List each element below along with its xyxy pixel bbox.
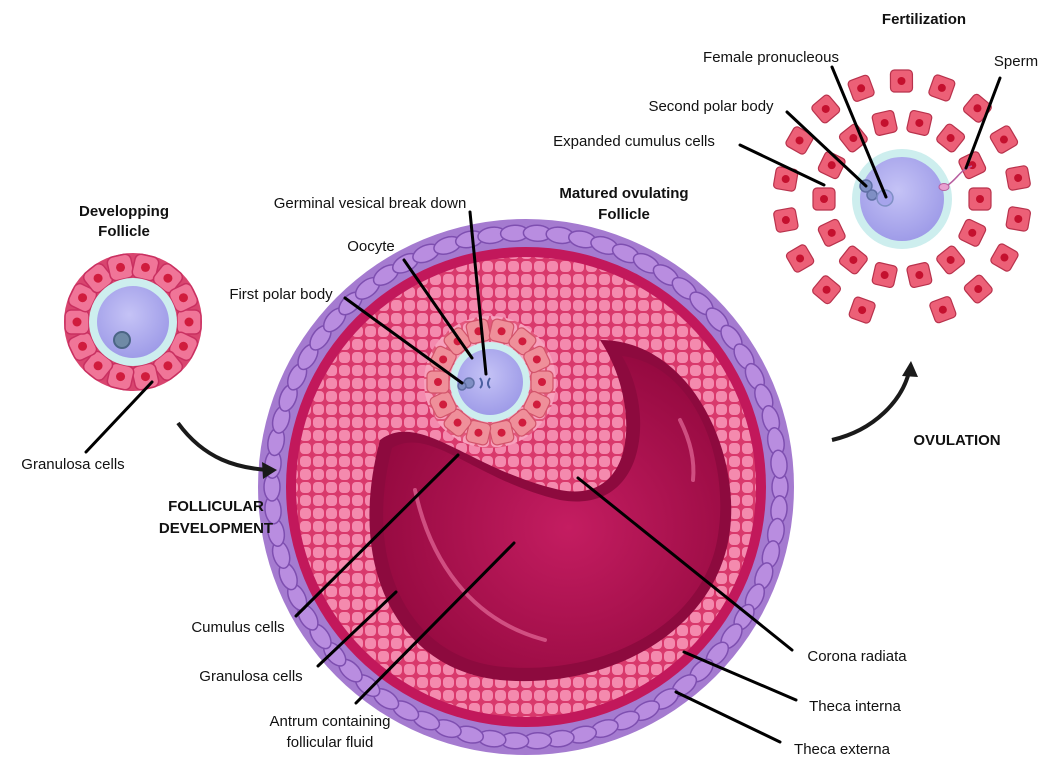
- label-antrum: follicular fluid: [287, 734, 374, 751]
- cell-nucleus: [915, 271, 923, 279]
- cell-nucleus: [796, 254, 804, 262]
- cell-nucleus: [1000, 254, 1008, 262]
- cell-nucleus: [518, 337, 526, 345]
- fertilized-oocyte: [773, 70, 1031, 324]
- cell-nucleus: [1000, 136, 1008, 144]
- heading-ovulation: OVULATION: [913, 432, 1000, 449]
- cell-nucleus: [828, 229, 836, 237]
- cell-nucleus: [439, 401, 447, 409]
- cell-nucleus: [533, 355, 541, 363]
- cell-nucleus: [849, 134, 857, 142]
- cell-nucleus: [1014, 215, 1022, 223]
- cell-nucleus: [1014, 174, 1022, 182]
- cell-nucleus: [849, 256, 857, 264]
- cell-nucleus: [518, 419, 526, 427]
- heading-fertilization: Fertilization: [882, 11, 966, 28]
- developing-follicle: [64, 253, 202, 391]
- cell-nucleus: [538, 378, 546, 386]
- heading-developing-follicle: Developping: [79, 203, 169, 220]
- cell-nucleus: [947, 134, 955, 142]
- pointer-granulosa-developing: [86, 382, 152, 452]
- cell-nucleus: [939, 306, 947, 314]
- cell-nucleus: [968, 229, 976, 237]
- cell-nucleus: [828, 161, 836, 169]
- cell-nucleus: [947, 256, 955, 264]
- cell-nucleus: [976, 195, 984, 203]
- cell-nucleus: [116, 372, 125, 381]
- label-theca-interna: Theca interna: [809, 698, 901, 715]
- cell-nucleus: [823, 286, 831, 294]
- heading-matured-follicle: Follicle: [598, 206, 650, 223]
- label-granulosa-mature: Granulosa cells: [199, 668, 302, 685]
- cell-nucleus: [974, 285, 982, 293]
- label-cumulus-cells: Cumulus cells: [191, 619, 284, 636]
- cell-nucleus: [782, 216, 790, 224]
- label-expanded-cumulus: Expanded cumulus cells: [553, 133, 715, 150]
- cell-nucleus: [822, 105, 830, 113]
- cell-nucleus: [857, 84, 865, 92]
- cell-nucleus: [141, 263, 150, 272]
- cell-nucleus: [915, 119, 923, 127]
- heading-follicular-development: FOLLICULAR: [168, 498, 264, 515]
- mature-follicle: [258, 219, 794, 755]
- cell-nucleus: [179, 293, 188, 302]
- heading-matured-follicle: Matured ovulating: [559, 185, 688, 202]
- cell-nucleus: [897, 77, 905, 85]
- cell-nucleus: [163, 274, 172, 283]
- cell-nucleus: [938, 84, 946, 92]
- cell-nucleus: [185, 318, 194, 327]
- nucleus: [114, 332, 130, 348]
- label-corona-radiata: Corona radiata: [807, 648, 907, 665]
- cell-nucleus: [78, 293, 87, 302]
- cell-nucleus: [78, 342, 87, 351]
- cell-nucleus: [116, 263, 125, 272]
- oocyte: [97, 286, 169, 358]
- heading-follicular-development: DEVELOPMENT: [159, 520, 273, 537]
- ovulation-arrow: [832, 372, 909, 440]
- cell-nucleus: [179, 342, 188, 351]
- cell-nucleus: [434, 378, 442, 386]
- label-theca-externa: Theca externa: [794, 741, 891, 758]
- label-second-polar-body: Second polar body: [648, 98, 774, 115]
- cell-nucleus: [439, 355, 447, 363]
- sperm-head: [939, 184, 949, 191]
- cell-nucleus: [782, 175, 790, 183]
- label-sperm: Sperm: [994, 53, 1038, 70]
- arrow-head-icon: [902, 361, 918, 377]
- second-polar-body: [867, 190, 877, 200]
- cell-nucleus: [498, 429, 506, 437]
- pointer-sperm: [966, 78, 1000, 168]
- heading-developing-follicle: Follicle: [98, 223, 150, 240]
- cell-nucleus: [141, 372, 150, 381]
- cell-nucleus: [820, 195, 828, 203]
- cell-nucleus: [454, 419, 462, 427]
- label-germinal-vesicle: Germinal vesical break down: [274, 195, 467, 212]
- cell-nucleus: [973, 104, 981, 112]
- label-granulosa-developing: Granulosa cells: [21, 456, 124, 473]
- cell-nucleus: [533, 401, 541, 409]
- cell-nucleus: [94, 361, 103, 370]
- label-female-pronucleus: Female pronucleous: [703, 49, 839, 66]
- cell-nucleus: [94, 274, 103, 283]
- cell-nucleus: [73, 318, 82, 327]
- follicular-development-arrow: [178, 423, 268, 470]
- cell-nucleus: [474, 429, 482, 437]
- label-oocyte: Oocyte: [347, 238, 395, 255]
- label-antrum: Antrum containing: [270, 713, 391, 730]
- label-first-polar-body: First polar body: [229, 286, 333, 303]
- cell-nucleus: [796, 136, 804, 144]
- cell-nucleus: [163, 361, 172, 370]
- pointer-theca-externa: [676, 692, 780, 742]
- cell-nucleus: [881, 119, 889, 127]
- cell-nucleus: [498, 327, 506, 335]
- cell-nucleus: [881, 271, 889, 279]
- cell-nucleus: [858, 306, 866, 314]
